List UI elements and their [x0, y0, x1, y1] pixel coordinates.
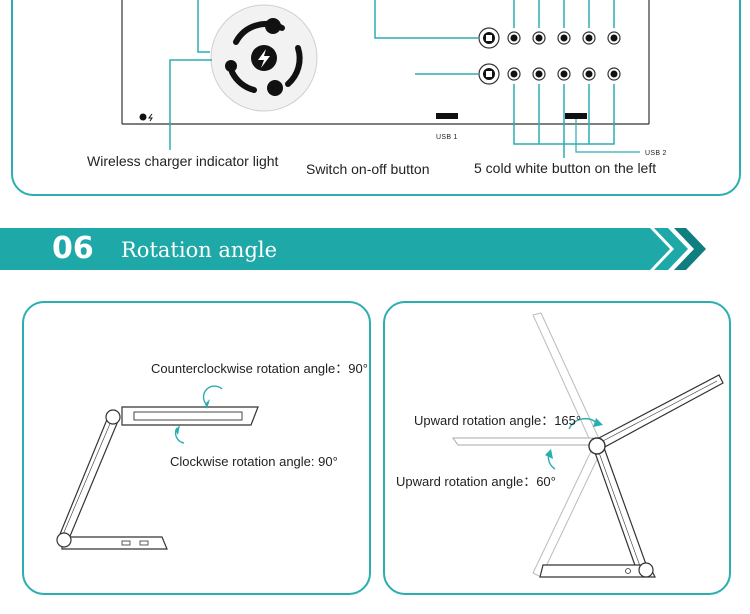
usb2-label: USB 2 [645, 150, 667, 157]
device-diagram-panel [11, 0, 741, 196]
usb1-port [436, 113, 458, 119]
switch-button-label: Switch on-off button [306, 161, 430, 177]
lamp-rotation-diagram-right [452, 312, 724, 578]
chevron-right-icon [630, 228, 706, 270]
upward-60-label: Upward rotation angle：60° [396, 474, 556, 489]
section-banner [0, 228, 650, 270]
clockwise-label: Clockwise rotation angle: 90° [170, 454, 338, 469]
switch-button-bottom [478, 63, 500, 85]
cold-white-label: 5 cold white button on the left [474, 160, 657, 176]
wireless-charger-icon [210, 4, 318, 112]
usb2-port [565, 113, 587, 119]
upward-165-label: Upward rotation angle：165° [414, 413, 582, 428]
section-title: Rotation angle [121, 238, 278, 262]
device-diagram [121, 0, 650, 158]
section-number: 06 [52, 231, 94, 266]
counterclockwise-label: Counterclockwise rotation angle：90° [151, 361, 368, 376]
indicator-light-icon [139, 113, 147, 121]
switch-button-top [478, 27, 500, 49]
wireless-indicator-label: Wireless charger indicator light [87, 153, 279, 169]
usb1-label: USB 1 [436, 134, 458, 141]
lamp-rotation-diagram-left [56, 385, 259, 550]
